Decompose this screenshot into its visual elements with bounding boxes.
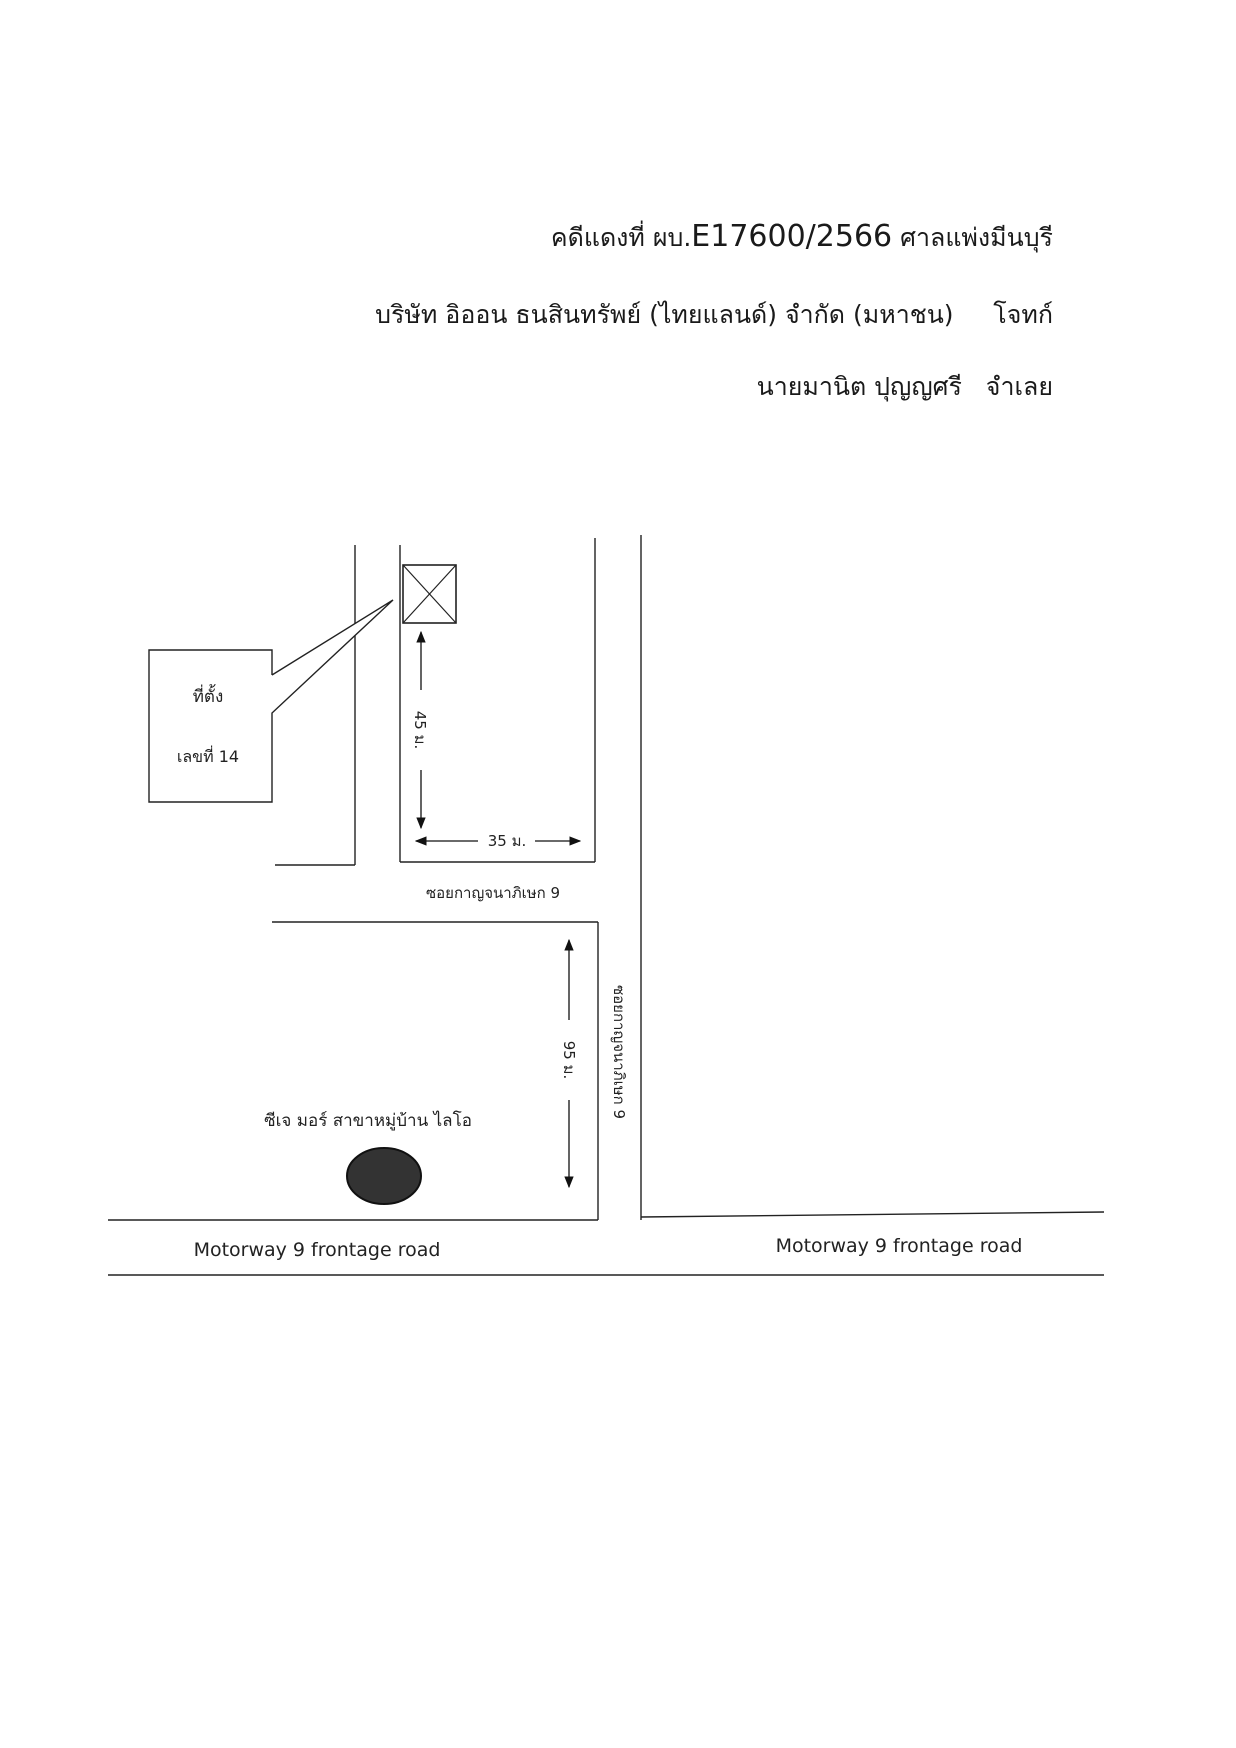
- case-prefix: คดีแดงที่ ผบ.: [550, 223, 692, 252]
- frontage-road-edge-right: [640, 1211, 1105, 1218]
- plaintiff-name: บริษัท อิออน ธนสินทรัพย์ (ไทยแลนด์) จำกั…: [375, 300, 954, 329]
- soi-vertical-label: ซอยกาญจนาภิเษก 9: [610, 985, 628, 1119]
- landmark-marker-icon: [346, 1147, 422, 1205]
- callout-box: [148, 599, 394, 803]
- case-number-line: คดีแดงที่ ผบ.E17600/2566 ศาลแพ่งมีนบุรี: [551, 218, 1053, 258]
- landmark: ซีเจ มอร์ สาขาหมู่บ้าน ไลโอ: [264, 1110, 472, 1205]
- plaintiff-line: บริษัท อิออน ธนสินทรัพย์ (ไทยแลนด์) จำกั…: [375, 295, 1053, 335]
- callout-line1: ที่ตั้ง: [193, 684, 224, 707]
- site-cross-2: [402, 564, 457, 624]
- defendant-name: นายมานิต ปุญญศรี: [756, 372, 962, 401]
- dimension-35m: 35 ม.: [414, 832, 582, 850]
- site-box: [402, 564, 457, 624]
- defendant-role: จำเลย: [985, 372, 1053, 401]
- landmark-label: ซีเจ มอร์ สาขาหมู่บ้าน ไลโอ: [264, 1110, 472, 1131]
- dimension-95m: 95 ม.: [560, 938, 578, 1189]
- location-callout: ที่ตั้ง เลขที่ 14: [148, 599, 394, 803]
- road-label-left: Motorway 9 frontage road: [194, 1239, 441, 1261]
- callout-line2: เลขที่ 14: [177, 745, 239, 766]
- plaintiff-role: โจทก์: [993, 300, 1053, 329]
- case-number: E17600/2566: [691, 219, 893, 254]
- dim-35-label: 35 ม.: [488, 832, 527, 850]
- road-label-right: Motorway 9 frontage road: [776, 1235, 1023, 1257]
- dimension-45m: 45 ม.: [411, 630, 429, 830]
- defendant-line: นายมานิต ปุญญศรี จำเลย: [757, 367, 1053, 407]
- road-lines: [108, 535, 1105, 1276]
- court-name: ศาลแพ่งมีนบุรี: [900, 223, 1053, 252]
- site-marker: [402, 564, 457, 624]
- dim-95-label: 95 ม.: [560, 1041, 578, 1080]
- soi-horizontal-label: ซอยกาญจนาภิเษก 9: [426, 884, 560, 902]
- dim-45-label: 45 ม.: [411, 711, 429, 750]
